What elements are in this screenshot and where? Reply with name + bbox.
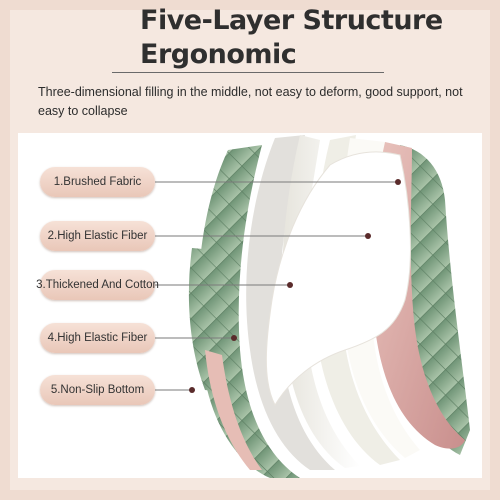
layer-label-3: 3.Thickened And Cotton — [36, 270, 159, 300]
title-line-2: Ergonomic — [140, 39, 297, 70]
white-layer-front — [265, 151, 411, 407]
layer-label-4: 4.High Elastic Fiber — [40, 323, 155, 353]
leader-dot-2 — [365, 233, 371, 239]
leader-dot-4 — [231, 335, 237, 341]
layer-label-2: 2.High Elastic Fiber — [40, 221, 155, 251]
layer-label-1: 1.Brushed Fabric — [40, 167, 155, 197]
description-text: Three-dimensional filling in the middle,… — [38, 85, 463, 118]
leader-dot-5 — [189, 387, 195, 393]
pink-layer-left — [205, 350, 262, 470]
leader-dot-1 — [395, 179, 401, 185]
leader-dot-3 — [287, 282, 293, 288]
title-divider — [112, 72, 384, 73]
title-line-1: Five-Layer Structure — [140, 5, 443, 36]
layer-label-5: 5.Non-Slip Bottom — [40, 375, 155, 405]
page-title: Five-Layer Structure Ergonomic — [140, 4, 443, 72]
